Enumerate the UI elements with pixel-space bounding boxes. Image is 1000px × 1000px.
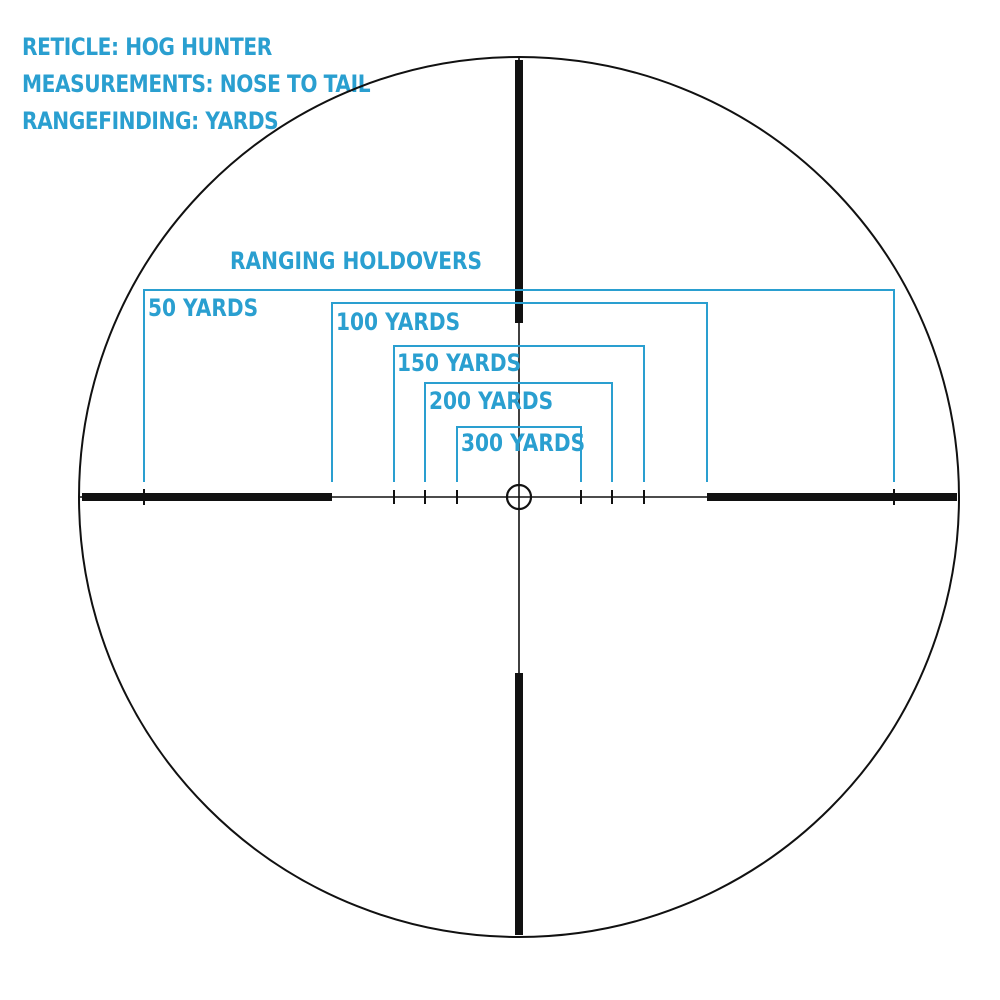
label-150-yards: 150 YARDS (397, 349, 521, 377)
label-100-yards: 100 YARDS (336, 308, 460, 336)
measurements-label: MEASUREMENTS: NOSE TO TAIL (22, 70, 371, 98)
bracket-50-yards (143, 289, 895, 482)
rangefinding-label: RANGEFINDING: YARDS (22, 107, 279, 135)
label-50-yards: 50 YARDS (148, 294, 258, 322)
ranging-holdovers-title: RANGING HOLDOVERS (230, 247, 482, 275)
right-thick-post (707, 493, 957, 501)
bottom-thick-post (515, 673, 523, 935)
bracket-150-yards (393, 345, 645, 482)
bracket-300-yards (456, 426, 582, 482)
reticle-name-label: RETICLE: HOG HUNTER (22, 33, 272, 61)
bracket-200-yards (424, 382, 613, 482)
top-thick-post (515, 60, 523, 323)
label-300-yards: 300 YARDS (461, 429, 585, 457)
scope-circle (78, 56, 960, 938)
center-circle (505, 483, 533, 511)
bracket-100-yards (331, 302, 708, 482)
label-200-yards: 200 YARDS (429, 387, 553, 415)
left-thick-post (82, 493, 332, 501)
